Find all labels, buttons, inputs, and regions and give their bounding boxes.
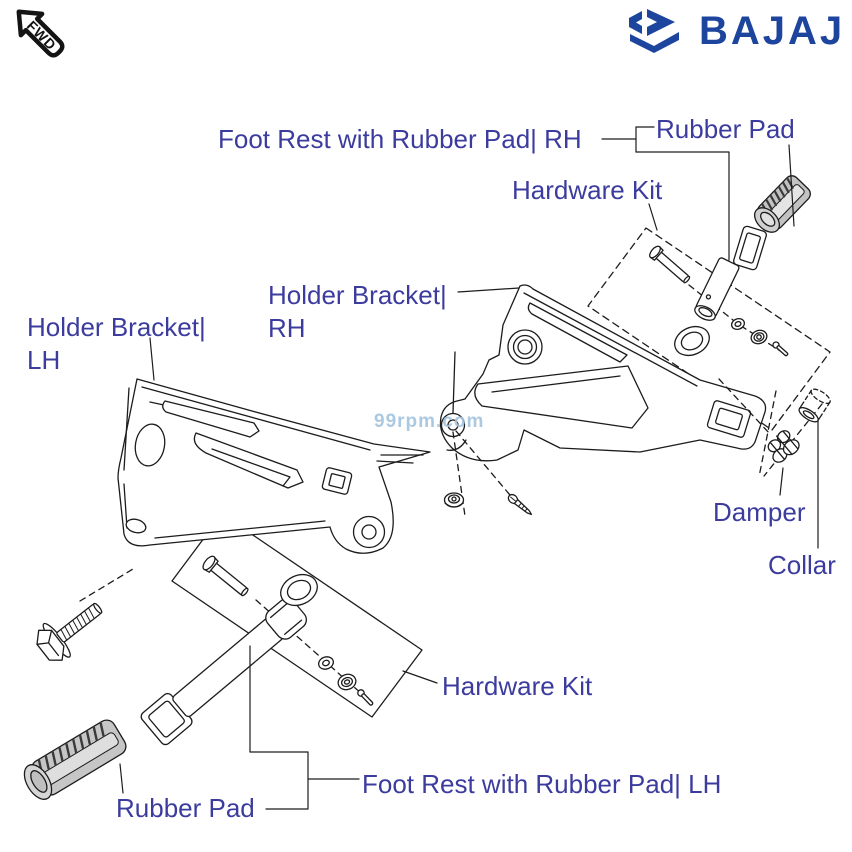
label-holder-bracket-lh: Holder Bracket| LH xyxy=(27,311,206,377)
label-holder-bracket-rh-line2: RH xyxy=(268,313,306,343)
mount-bolt-drawing xyxy=(36,602,103,661)
label-foot-rest-rh: Foot Rest with Rubber Pad| RH xyxy=(218,124,582,154)
label-damper: Damper xyxy=(713,497,806,527)
bajaj-logo-icon xyxy=(629,9,679,53)
small-washer-lh-drawing xyxy=(318,656,334,670)
screw-drawing xyxy=(507,493,533,516)
big-washer-rh-drawing xyxy=(674,325,710,357)
holder-bracket-rh-drawing xyxy=(439,284,767,462)
bajaj-wordmark: BAJAJ xyxy=(699,9,846,53)
hardware-kit-box-rh xyxy=(587,227,831,431)
clevis-pin-rh-drawing xyxy=(649,245,691,284)
small-washer-rh-drawing xyxy=(730,317,746,331)
label-foot-rest-lh: Foot Rest with Rubber Pad| LH xyxy=(362,769,722,799)
hardware-kit-box-lh xyxy=(171,513,423,718)
nut-lh-drawing xyxy=(337,673,357,691)
collar-drawing xyxy=(798,388,831,423)
rubber-pad-rh-drawing xyxy=(754,175,811,233)
label-connector-lines xyxy=(119,126,819,810)
label-rubber-pad-lh: Rubber Pad xyxy=(116,793,255,823)
label-holder-bracket-rh: Holder Bracket| RH xyxy=(268,279,447,345)
label-holder-bracket-lh-line1: Holder Bracket| xyxy=(27,312,206,342)
foot-rest-arm-lh-drawing xyxy=(140,597,307,746)
damper-drawing xyxy=(767,430,800,463)
label-holder-bracket-lh-line2: LH xyxy=(27,345,61,375)
label-collar: Collar xyxy=(768,550,836,580)
holder-bracket-lh-drawing xyxy=(117,378,431,554)
foot-rest-arm-rh-drawing xyxy=(694,225,767,321)
rubber-pad-lh-drawing xyxy=(23,719,127,800)
watermark-text: 99rpm.com xyxy=(374,411,485,432)
flange-nut-drawing xyxy=(443,492,465,508)
cotter-pin-lh-drawing xyxy=(357,689,374,706)
label-hardware-kit-lh: Hardware Kit xyxy=(442,671,593,701)
clevis-pin-lh-drawing xyxy=(202,555,249,597)
label-hardware-kit-rh: Hardware Kit xyxy=(512,175,663,205)
cotter-pin-rh-drawing xyxy=(772,341,789,357)
label-rubber-pad-rh: Rubber Pad xyxy=(656,114,795,144)
fwd-arrow-icon: FWD xyxy=(16,9,65,58)
label-holder-bracket-rh-line1: Holder Bracket| xyxy=(268,280,447,310)
big-washer-lh-drawing xyxy=(280,573,318,607)
nut-rh-drawing xyxy=(750,329,768,345)
